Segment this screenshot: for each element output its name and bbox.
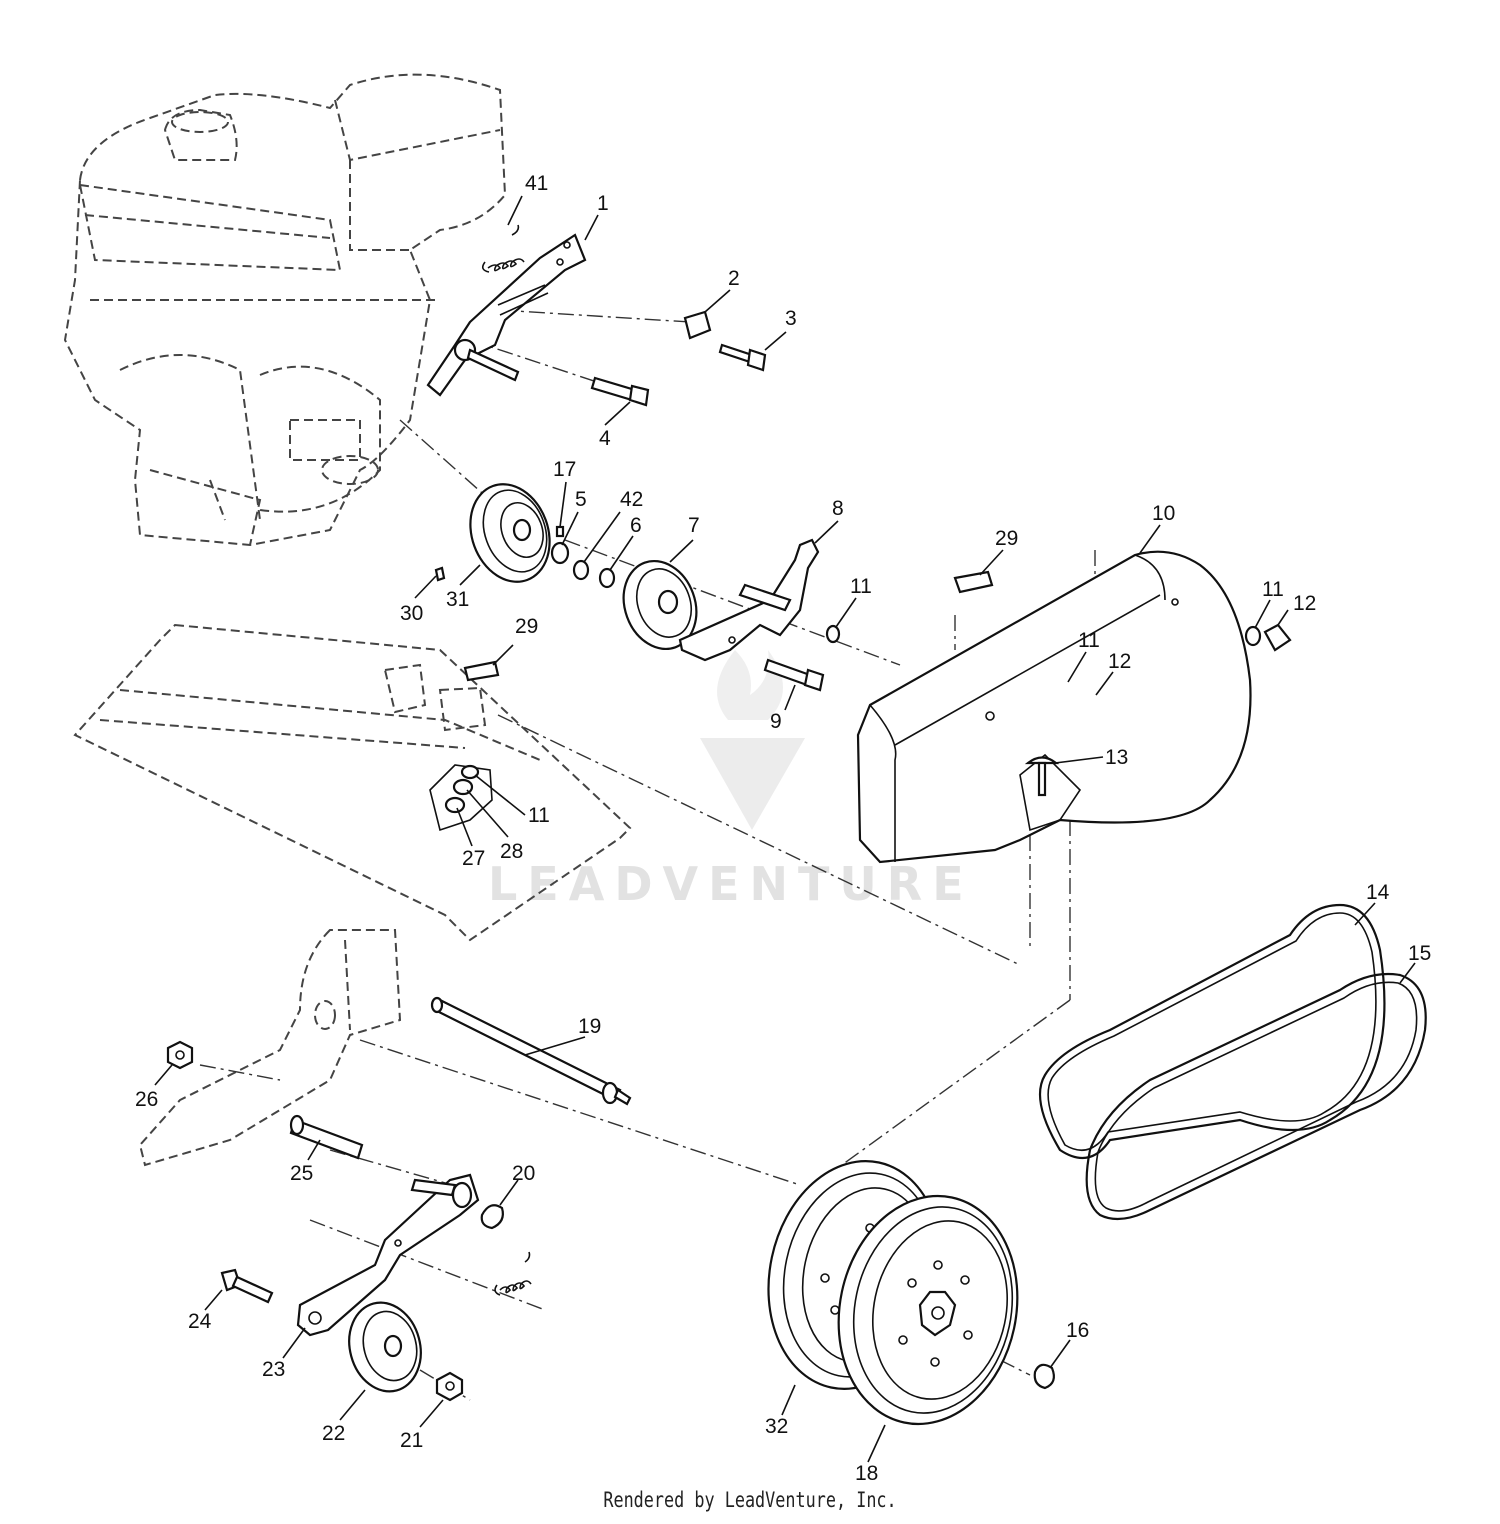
part-19-shaft <box>430 996 632 1106</box>
callout-8: 8 <box>832 497 844 520</box>
callout-17: 17 <box>553 458 576 481</box>
callout-5: 5 <box>575 488 587 511</box>
callout-25: 25 <box>290 1162 313 1185</box>
part-41-spring <box>481 224 525 273</box>
part-9-bolt <box>763 658 825 692</box>
callout-19: 19 <box>578 1015 601 1038</box>
callout-32: 32 <box>765 1415 788 1438</box>
part-17-set-screw <box>555 525 565 538</box>
part-25-pivot-pin <box>289 1114 364 1160</box>
part-15-belt <box>1085 972 1427 1221</box>
part-23-lower-idler-arm <box>296 1173 480 1337</box>
part-7-idler-pulley <box>622 559 698 651</box>
part-16-snap-ring <box>1033 1363 1055 1390</box>
callout-7: 7 <box>688 514 700 537</box>
callout-12a: 12 <box>1293 592 1316 615</box>
watermark-text: LEADVENTURE <box>488 857 974 911</box>
lower-spring <box>494 1251 532 1296</box>
callout-labels: 41 1 2 3 4 17 5 42 6 7 8 10 29 11 11 12 … <box>135 172 1431 1485</box>
callout-30: 30 <box>400 602 423 625</box>
part-6-washer <box>598 567 616 589</box>
callout-11a: 11 <box>850 575 872 598</box>
part-11-washer-a <box>825 624 841 644</box>
render-credit: Rendered by LeadVenture, Inc. <box>603 1488 897 1512</box>
part-30-key <box>434 566 446 582</box>
part-8-idler-arm <box>678 538 820 662</box>
part-11-washer-d <box>460 764 480 780</box>
callout-9: 9 <box>770 710 782 733</box>
callout-18: 18 <box>855 1462 878 1485</box>
tiller-frame-phantom <box>73 623 632 1167</box>
callout-24: 24 <box>188 1310 212 1333</box>
callout-29b: 29 <box>515 615 538 638</box>
leader-lines <box>154 195 1416 1463</box>
leadventure-watermark: LEADVENTURE <box>488 650 974 911</box>
callout-31: 31 <box>446 588 469 611</box>
callout-23: 23 <box>262 1358 285 1381</box>
part-42-washer <box>572 559 590 581</box>
callout-20: 20 <box>512 1162 535 1185</box>
part-2-clip <box>683 310 712 340</box>
part-26-hex-nut <box>166 1040 194 1070</box>
part-13-carriage-bolt <box>1024 756 1060 797</box>
part-5-spacer <box>550 541 570 565</box>
part-1-idler-bracket <box>426 233 587 397</box>
callout-1: 1 <box>597 192 609 215</box>
part-4-bolt <box>590 376 650 407</box>
callout-26: 26 <box>135 1088 158 1111</box>
callout-13: 13 <box>1105 746 1128 769</box>
callout-11c: 11 <box>1078 629 1100 652</box>
callout-28: 28 <box>500 840 523 863</box>
callout-2: 2 <box>728 267 740 290</box>
callout-41: 41 <box>525 172 548 195</box>
callout-22: 22 <box>322 1422 345 1445</box>
callout-6: 6 <box>630 514 642 537</box>
callout-11d: 11 <box>528 804 550 827</box>
part-20-e-clip <box>480 1204 504 1230</box>
part-15-belt-inner <box>1094 981 1418 1212</box>
part-12-acorn-nut-a <box>1263 623 1292 652</box>
callout-14: 14 <box>1366 881 1390 904</box>
part-29-clip-a <box>953 570 994 594</box>
engine-phantom <box>63 73 507 547</box>
callout-15: 15 <box>1408 942 1431 965</box>
part-3-bolt <box>718 343 767 372</box>
callout-4: 4 <box>599 427 611 450</box>
part-24-shoulder-bolt <box>220 1268 274 1304</box>
part-29-clip-b <box>463 660 500 682</box>
part-10-belt-cover <box>856 550 1252 864</box>
callout-16: 16 <box>1066 1319 1089 1342</box>
part-11-washer-b <box>1244 625 1262 647</box>
part-14-belt <box>1038 903 1386 1160</box>
part-31-engine-pulley <box>469 483 551 583</box>
part-22-idler-pulley <box>348 1301 422 1393</box>
part-18-large-pulley <box>837 1194 1019 1426</box>
part-14-belt-inner <box>1047 912 1377 1152</box>
callout-29a: 29 <box>995 527 1018 550</box>
frame-mount-plate <box>429 764 493 832</box>
callout-11b: 11 <box>1262 578 1284 601</box>
callout-3: 3 <box>785 307 797 330</box>
callout-27: 27 <box>462 847 485 870</box>
callout-12b: 12 <box>1108 650 1131 673</box>
callout-21: 21 <box>400 1429 423 1452</box>
part-27-washer <box>444 796 466 814</box>
part-21-hex-nut <box>435 1371 464 1402</box>
callout-42: 42 <box>620 488 643 511</box>
callout-10: 10 <box>1152 502 1175 525</box>
